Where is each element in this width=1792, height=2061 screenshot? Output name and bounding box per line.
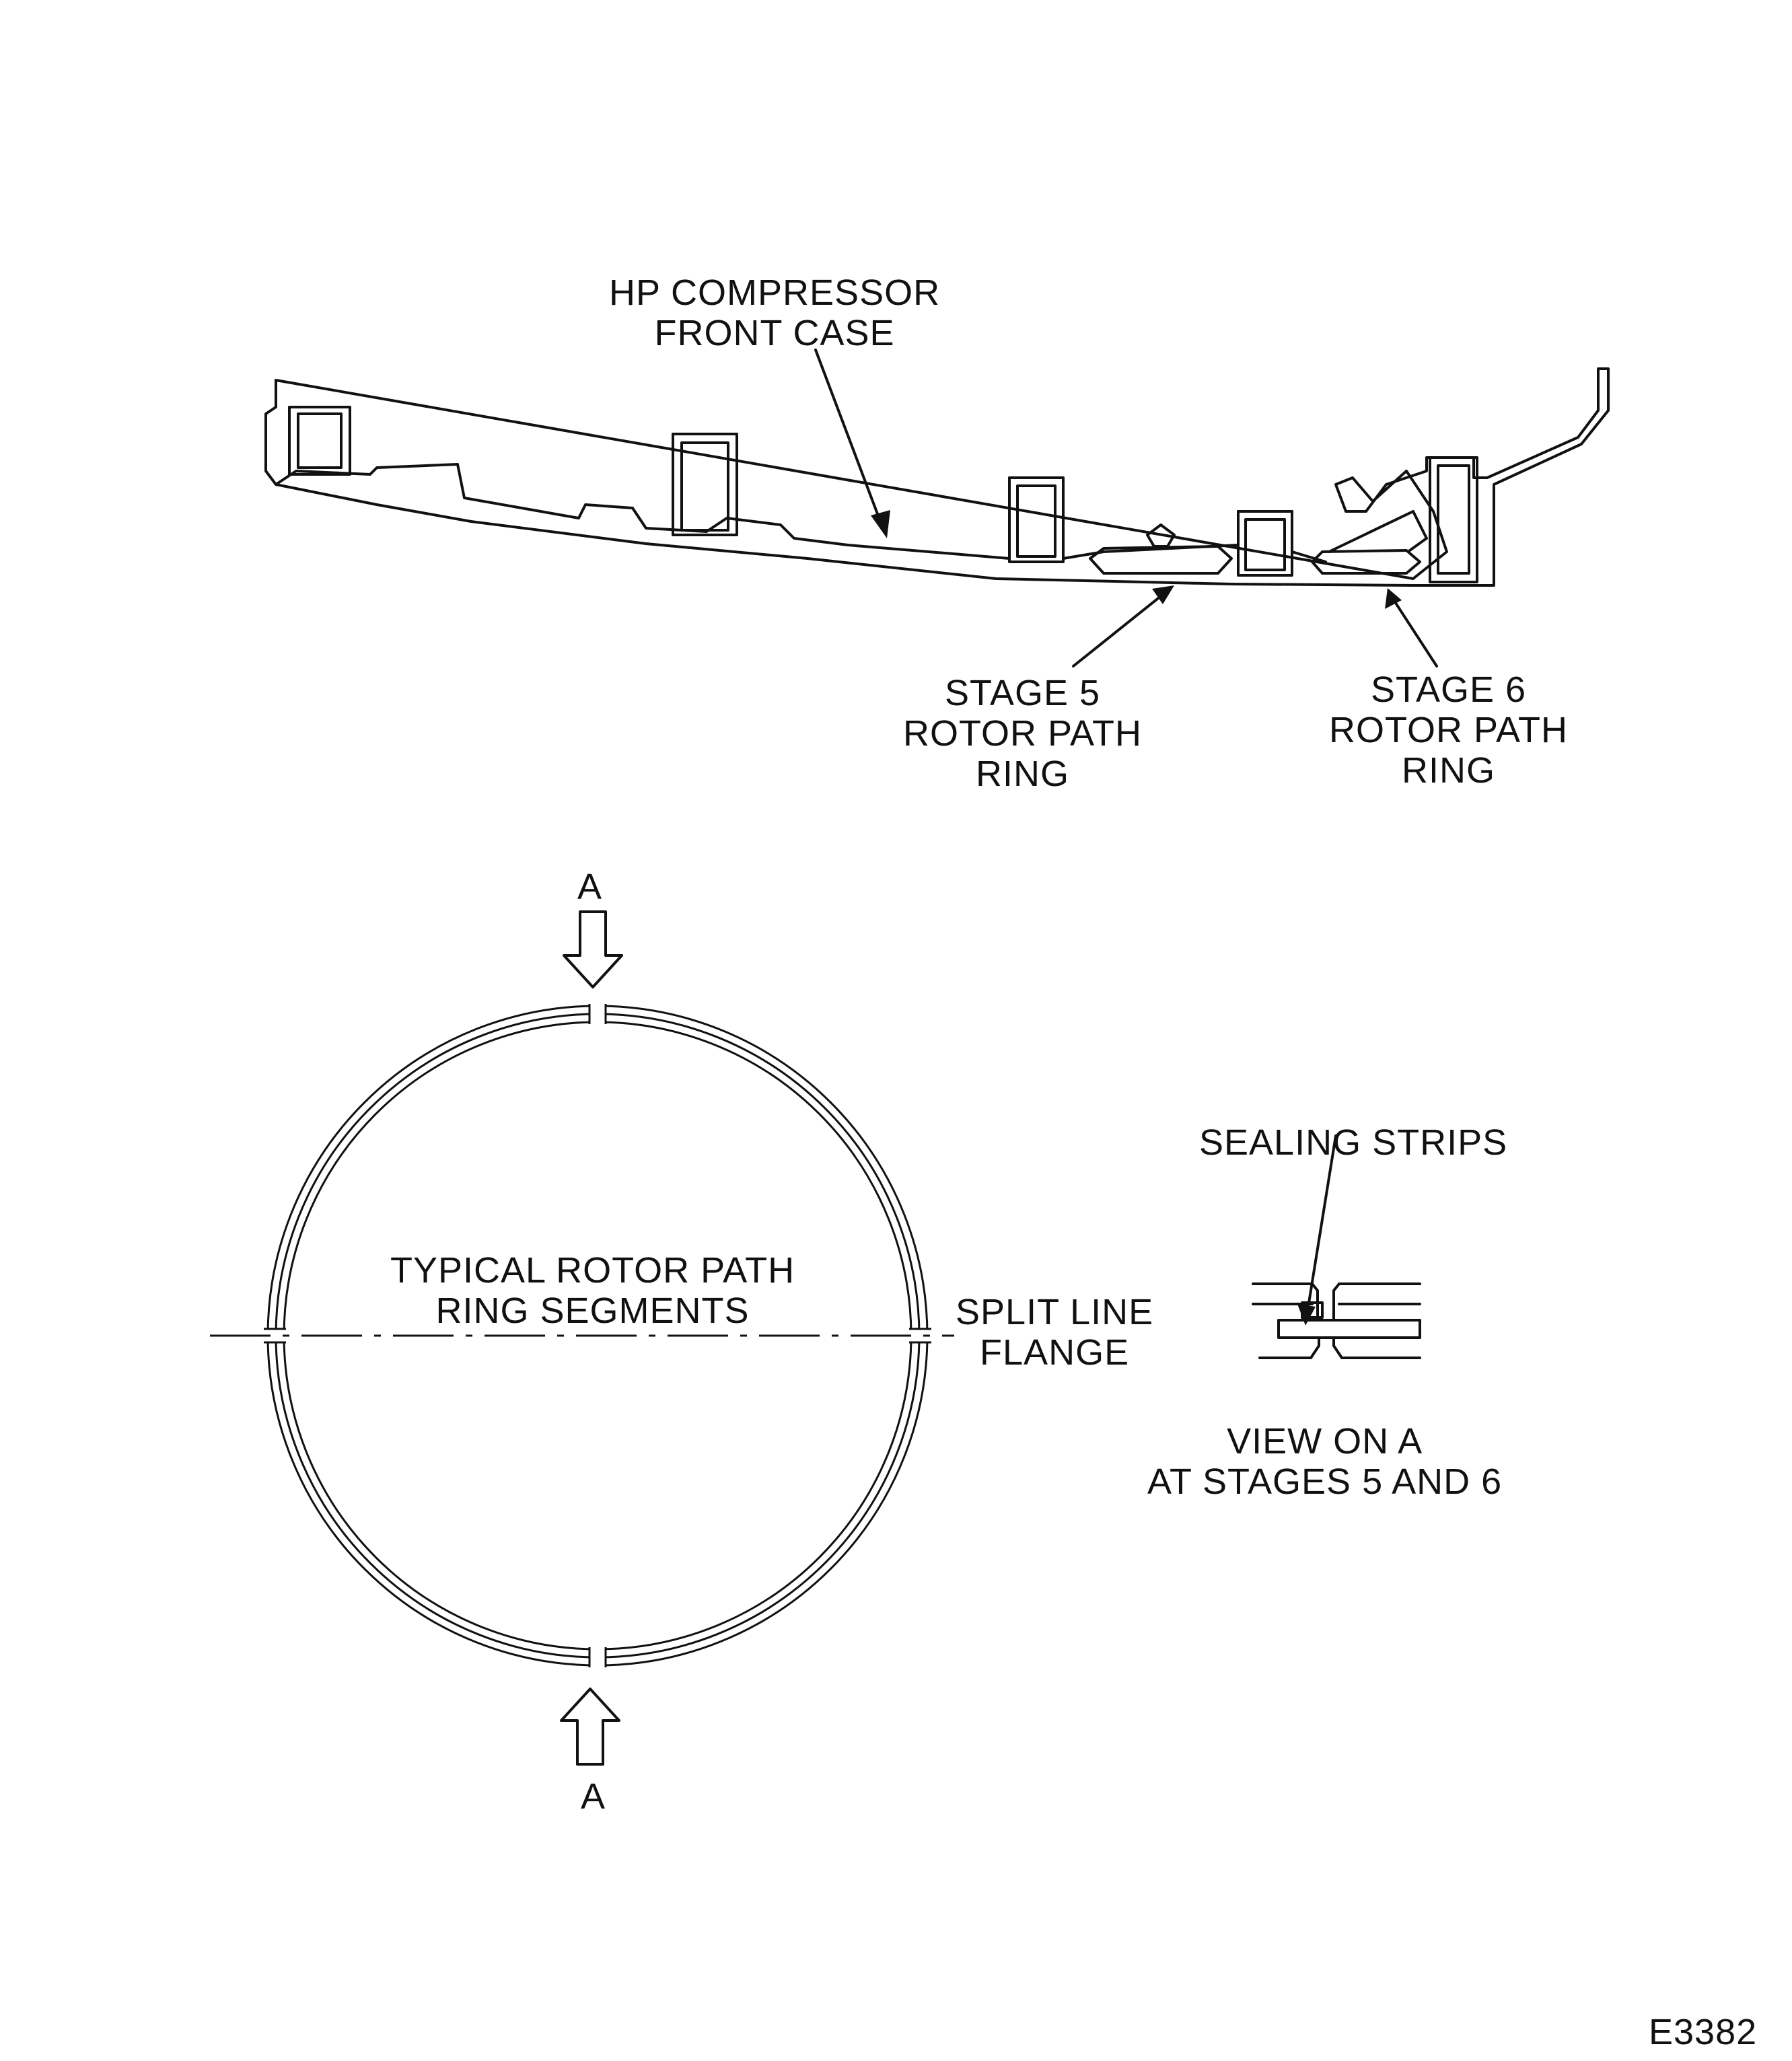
view-on-a-label-line1: VIEW ON A xyxy=(1227,1421,1423,1461)
stage6-label: STAGE 6 ROTOR PATH RING xyxy=(1329,670,1568,791)
stage6-label-line2: ROTOR PATH xyxy=(1329,710,1569,750)
sealing-strips-label: SEALING STRIPS xyxy=(1199,1122,1508,1163)
view-on-a-detail xyxy=(1252,1282,1421,1359)
figure-id: E3382 xyxy=(1649,2012,1758,2052)
ring-segments-label: TYPICAL ROTOR PATH RING SEGMENTS xyxy=(390,1250,795,1331)
view-on-a-label: VIEW ON A AT STAGES 5 AND 6 xyxy=(1147,1421,1502,1502)
arrow-a-bottom-label: A xyxy=(581,1776,606,1817)
split-line-label-line2: FLANGE xyxy=(980,1332,1130,1373)
front-case-label-line2: FRONT CASE xyxy=(654,313,895,353)
arrow-a-top-label: A xyxy=(577,867,603,907)
view-arrows xyxy=(560,910,623,1766)
view-on-a-label-line2: AT STAGES 5 AND 6 xyxy=(1147,1461,1503,1502)
stage5-label: STAGE 5 ROTOR PATH RING xyxy=(903,673,1142,794)
stage5-label-line3: RING xyxy=(976,754,1069,794)
leader-arrows xyxy=(814,349,1438,1326)
rotor-path-ring-circle xyxy=(210,996,954,1675)
ring-segments-label-line2: RING SEGMENTS xyxy=(435,1291,750,1331)
split-line-label-line1: SPLIT LINE xyxy=(956,1292,1154,1332)
split-line-label: SPLIT LINE FLANGE xyxy=(956,1292,1153,1373)
stage6-label-line1: STAGE 6 xyxy=(1370,670,1527,710)
front-case-label-line1: HP COMPRESSOR xyxy=(609,273,941,313)
front-case-section xyxy=(264,367,1610,587)
stage5-label-line2: ROTOR PATH xyxy=(903,713,1143,754)
ring-segments-label-line1: TYPICAL ROTOR PATH xyxy=(390,1250,795,1291)
stage5-label-line1: STAGE 5 xyxy=(944,673,1101,713)
front-case-label: HP COMPRESSOR FRONT CASE xyxy=(609,273,940,353)
stage6-label-line3: RING xyxy=(1402,750,1495,791)
